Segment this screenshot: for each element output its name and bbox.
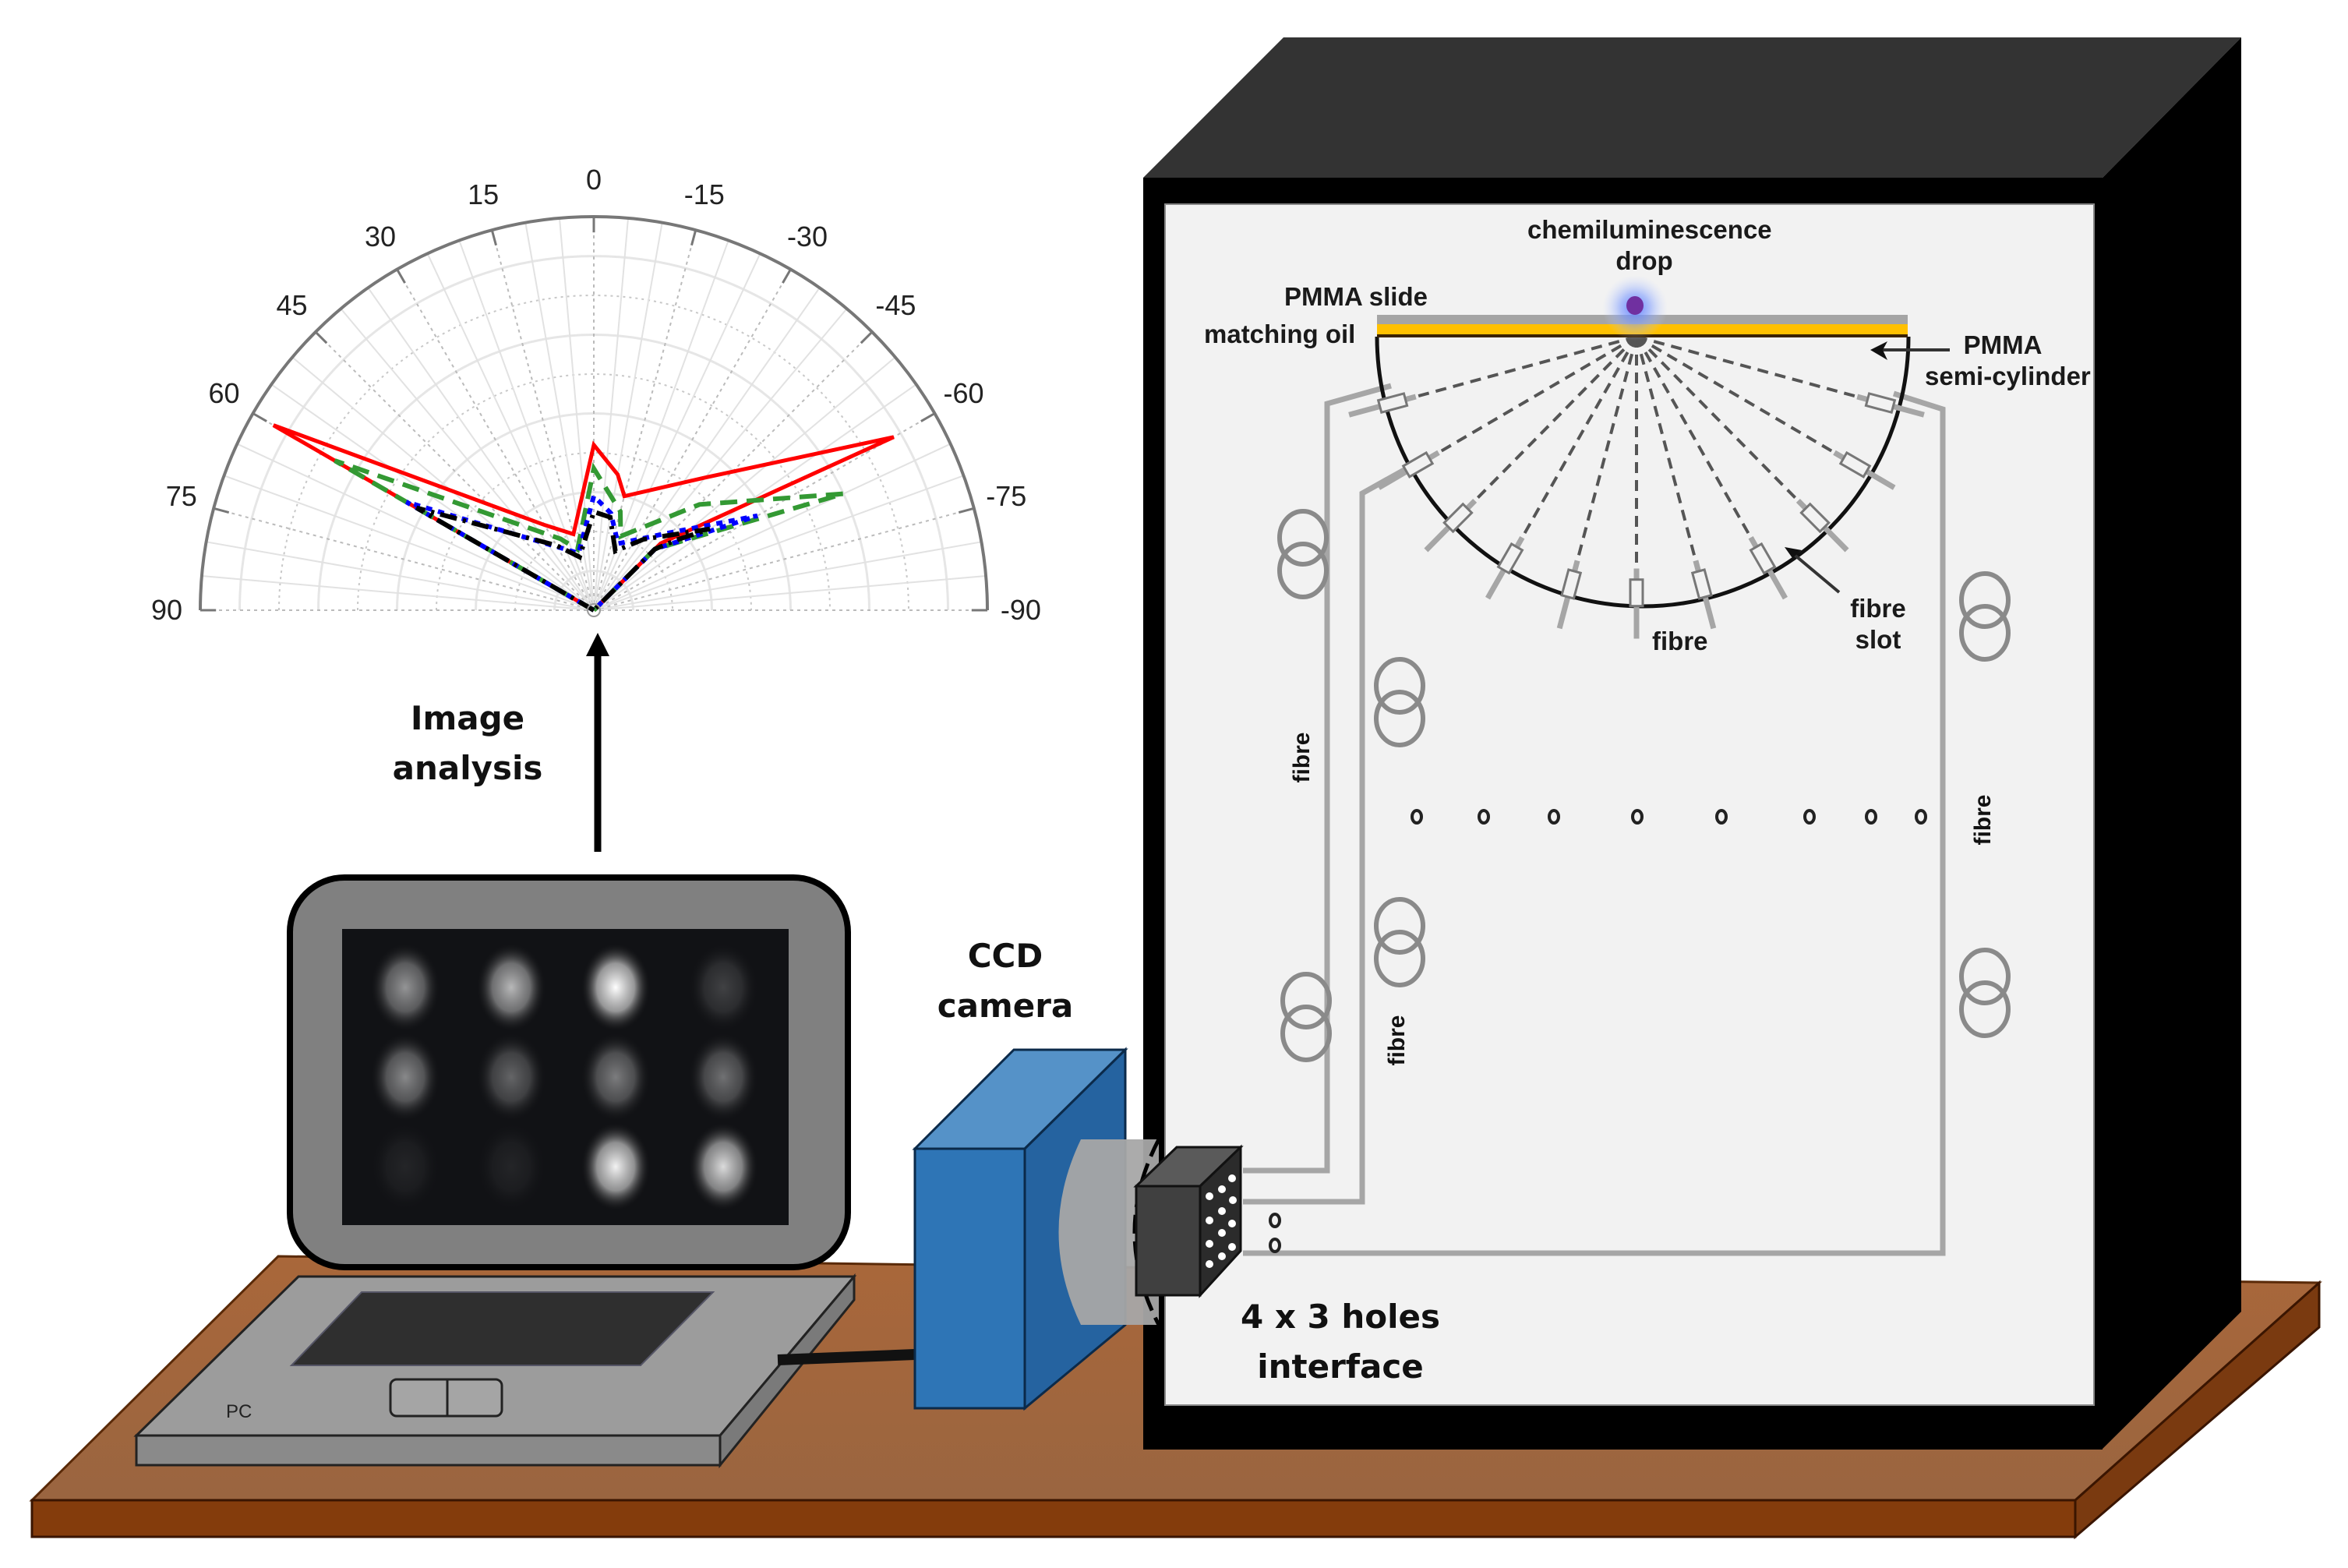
fibre-mid-label: fibre bbox=[1384, 1015, 1410, 1066]
chemiluminescence-drop bbox=[1602, 275, 1668, 341]
ccd-label-line2: camera bbox=[937, 987, 1074, 1025]
polar-tick-label: 75 bbox=[165, 480, 197, 513]
matching-oil-label: matching oil bbox=[1204, 320, 1356, 348]
polar-tick-label: 90 bbox=[151, 594, 183, 626]
pmma-slide-label: PMMA slide bbox=[1284, 282, 1428, 311]
interface-label-line2: interface bbox=[1257, 1347, 1424, 1386]
image-analysis-label-line1: Image bbox=[410, 699, 525, 737]
polar-tick-label: -60 bbox=[943, 377, 984, 410]
pmma-semi-cylinder bbox=[1348, 335, 1925, 639]
image-analysis-label-line2: analysis bbox=[392, 749, 543, 787]
drop-label: drop bbox=[1615, 246, 1673, 275]
fibre-label: fibre bbox=[1652, 627, 1708, 655]
ccd-camera bbox=[912, 1047, 1161, 1411]
polar-tick-label: 45 bbox=[276, 288, 308, 321]
laptop bbox=[133, 874, 916, 1469]
fibre-right-label: fibre bbox=[1970, 794, 1996, 846]
ellipsis-dots bbox=[1269, 809, 1927, 1253]
annotation-arrows bbox=[1785, 341, 1950, 594]
polar-tick-label: 15 bbox=[468, 178, 500, 210]
fibre-routing bbox=[1243, 383, 1946, 1256]
fibre-left-label: fibre bbox=[1289, 732, 1315, 783]
chemiluminescence-label: chemiluminescence bbox=[1527, 215, 1772, 244]
polar-tick-label: -90 bbox=[1000, 594, 1041, 626]
polar-tick-label: -75 bbox=[986, 480, 1027, 513]
pmma-semi-cylinder-label-line2: semi-cylinder bbox=[1925, 362, 2091, 390]
hole-interface-block bbox=[1133, 1144, 1244, 1298]
polar-tick-label: -15 bbox=[683, 178, 725, 210]
pmma-semi-cylinder-label-line1: PMMA bbox=[1963, 330, 2043, 359]
polar-tick-label: -30 bbox=[786, 221, 828, 253]
polar-tick-label: 60 bbox=[208, 377, 240, 410]
fibre-slot-label-line2: slot bbox=[1855, 625, 1901, 654]
image-analysis-arrow bbox=[586, 633, 609, 852]
enclosure-inner-panel bbox=[1164, 203, 2095, 1406]
polar-tick-label: 30 bbox=[365, 221, 397, 253]
interface-label-line1: 4 x 3 holes bbox=[1240, 1298, 1441, 1336]
pc-label: PC bbox=[226, 1401, 252, 1422]
polar-chart bbox=[199, 215, 989, 617]
ccd-label-line1: CCD bbox=[967, 937, 1043, 975]
polar-tick-label: -45 bbox=[875, 288, 916, 321]
polar-tick-label: 0 bbox=[585, 164, 602, 196]
fibre-slot-label-line1: fibre bbox=[1850, 594, 1906, 623]
fibre-coils bbox=[1277, 509, 2011, 1062]
